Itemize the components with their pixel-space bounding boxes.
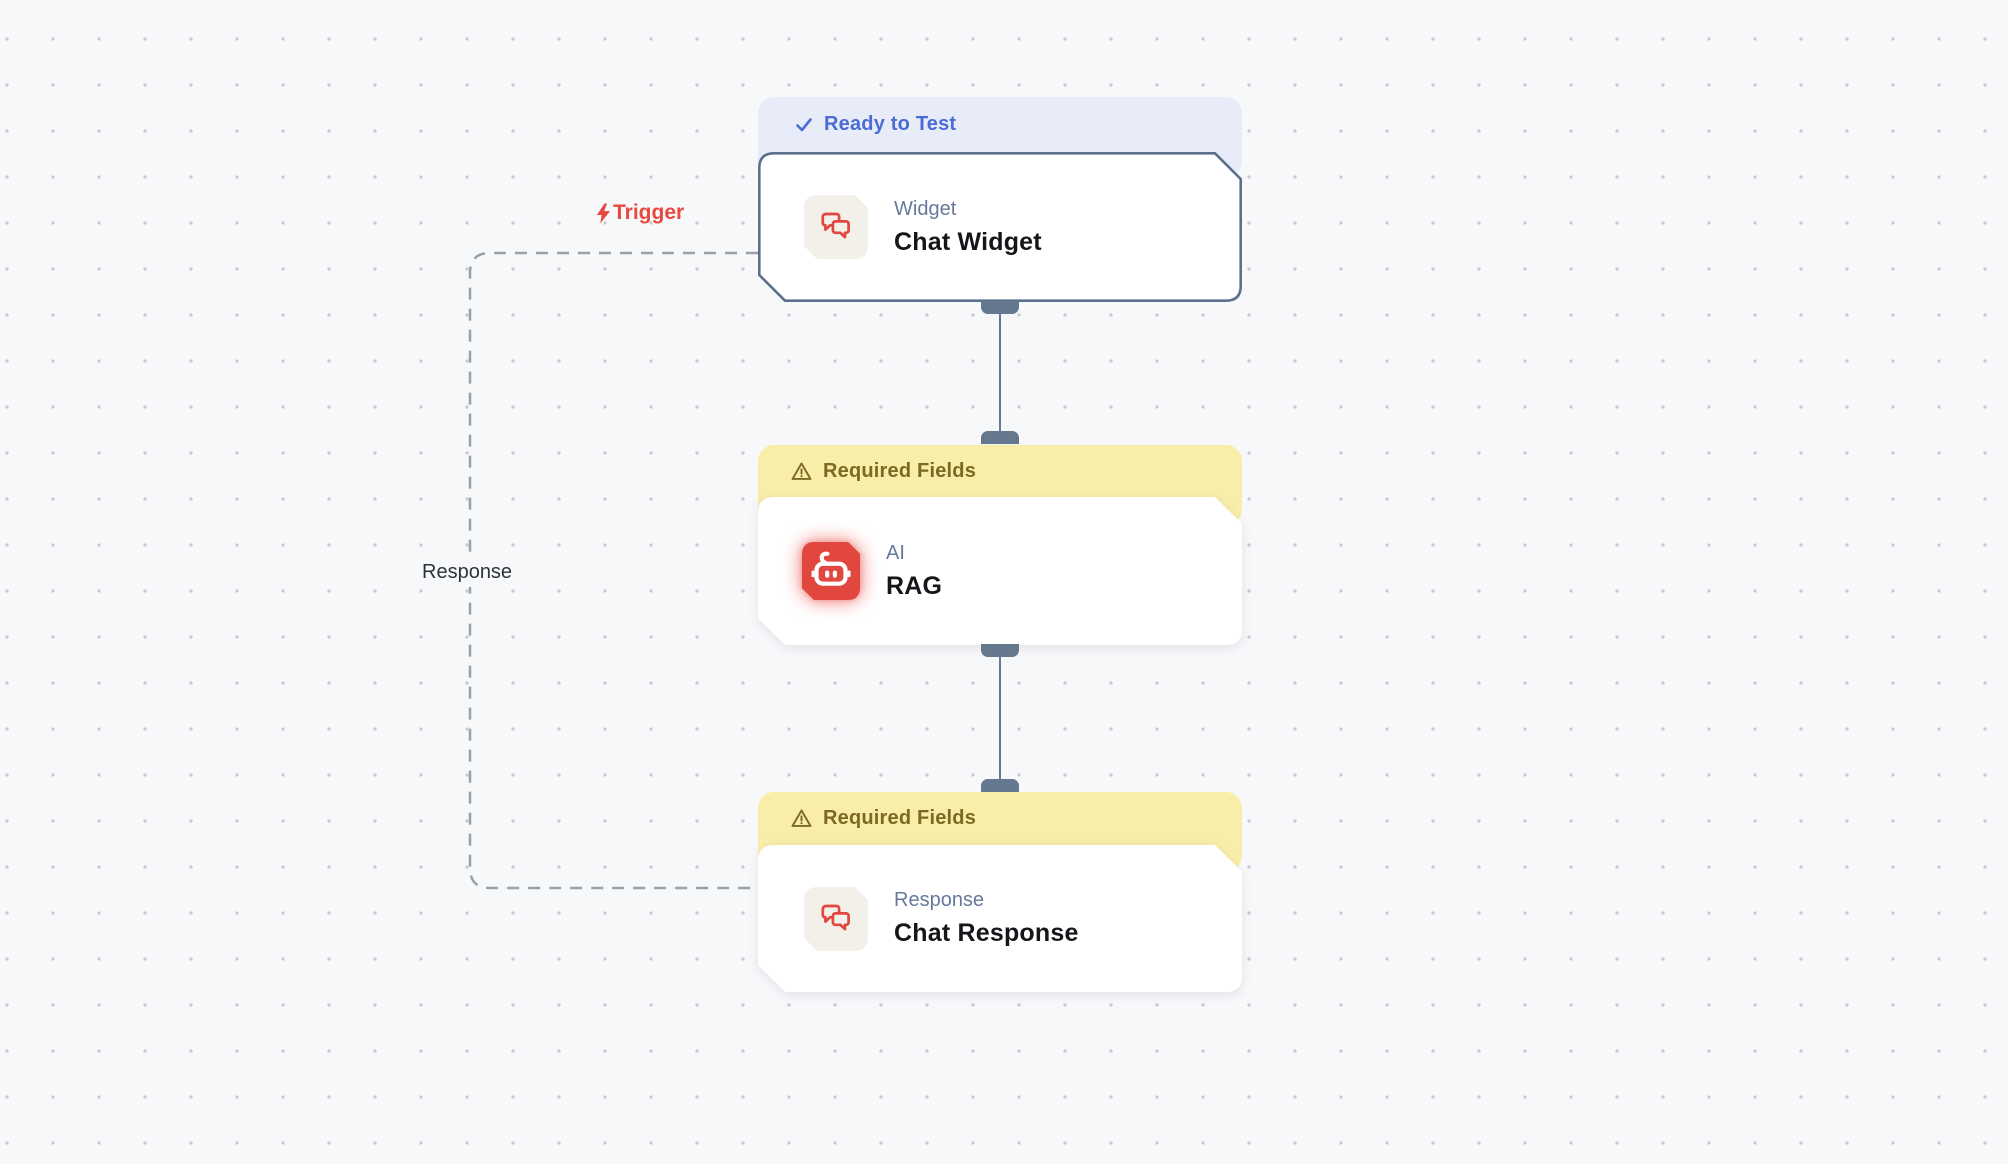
- chat-response-category: Response: [894, 889, 985, 911]
- rag-input-handle[interactable]: [981, 431, 1019, 444]
- trigger-edge-label-text: Trigger: [613, 201, 685, 224]
- rag-title: RAG: [886, 571, 943, 600]
- check-icon: [794, 115, 814, 135]
- edge-rag-to-chat-response: [998, 650, 1002, 782]
- rag-status-text: Required Fields: [823, 459, 977, 482]
- warning-icon: [790, 807, 813, 830]
- response-edge-label-text: Response: [422, 561, 513, 583]
- chat-widget-title: Chat Widget: [894, 227, 1042, 256]
- chat-widget-status-text: Ready to Test: [824, 113, 957, 135]
- trigger-edge-label: Trigger: [596, 201, 684, 225]
- chat-response-card[interactable]: Response Chat Response: [758, 845, 1242, 992]
- chat-response-title: Chat Response: [894, 919, 1079, 947]
- chat-bubbles-icon: [804, 886, 868, 951]
- chat-response-input-handle[interactable]: [981, 779, 1019, 792]
- rag-category: AI: [886, 541, 905, 564]
- rag-card[interactable]: AI RAG: [758, 497, 1242, 645]
- chat-response-card-shape: [758, 845, 1242, 992]
- rag-output-handle[interactable]: [981, 644, 1019, 657]
- robot-icon: [802, 542, 860, 600]
- chat-widget-card[interactable]: Widget Chat Widget: [758, 152, 1242, 302]
- warning-icon: [790, 460, 813, 483]
- chat-widget-category: Widget: [894, 197, 957, 220]
- chat-widget-output-handle[interactable]: [981, 301, 1019, 314]
- chat-response-status-text: Required Fields: [823, 806, 977, 829]
- chat-widget-card-shape: [758, 152, 1242, 302]
- rag-card-shape: [758, 497, 1242, 645]
- edge-chat-widget-to-rag: [998, 306, 1002, 436]
- lightning-bolt-icon: [596, 203, 611, 224]
- response-edge-label: Response: [414, 558, 521, 587]
- chat-bubbles-icon: [804, 195, 868, 259]
